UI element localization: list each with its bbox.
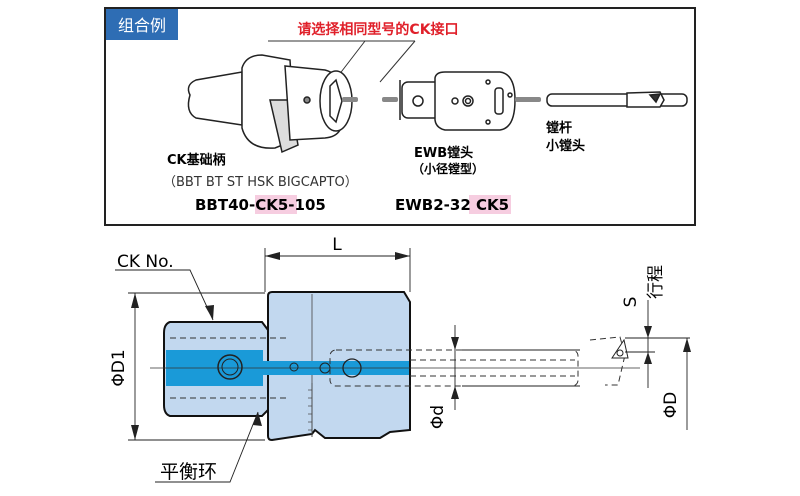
D-label: ΦD — [661, 392, 681, 418]
leader-line — [379, 40, 416, 83]
holder-name: CK基础柄 — [167, 152, 226, 168]
bar-label-2: 小镗头 — [546, 138, 585, 154]
head-subtitle: （小径镗型） — [412, 161, 484, 176]
head-name: EWB镗头 — [414, 145, 473, 161]
balance-ring-label: 平衡环 — [160, 461, 217, 483]
d1-label: ΦD1 — [109, 349, 129, 386]
d-label: Φd — [428, 405, 448, 429]
highlight — [469, 195, 511, 214]
ewb-head-illustration — [399, 71, 516, 131]
example-title: 组合例 — [118, 16, 166, 35]
head-code: EWB2-32 CK5 — [395, 196, 509, 214]
connector-dash — [525, 97, 541, 102]
highlight — [255, 195, 297, 214]
stroke-label: 行程 — [646, 265, 666, 299]
title-badge — [106, 9, 178, 40]
length-label: L — [332, 235, 342, 255]
boring-bar-illustration — [546, 91, 688, 108]
ck-no-label: CK No. — [117, 252, 174, 272]
holder-types: （BBT BT ST HSK BIGCAPTO） — [163, 175, 358, 190]
technical-drawing — [115, 248, 691, 483]
connector-dash — [382, 97, 398, 102]
s-label: S — [621, 297, 641, 308]
bar-label-1: 镗杆 — [545, 120, 572, 136]
note-text: 请选择相同型号的CK接口 — [297, 21, 458, 38]
holder-code: BBT40-CK5-105 — [195, 196, 326, 214]
connector-dash — [342, 97, 358, 102]
